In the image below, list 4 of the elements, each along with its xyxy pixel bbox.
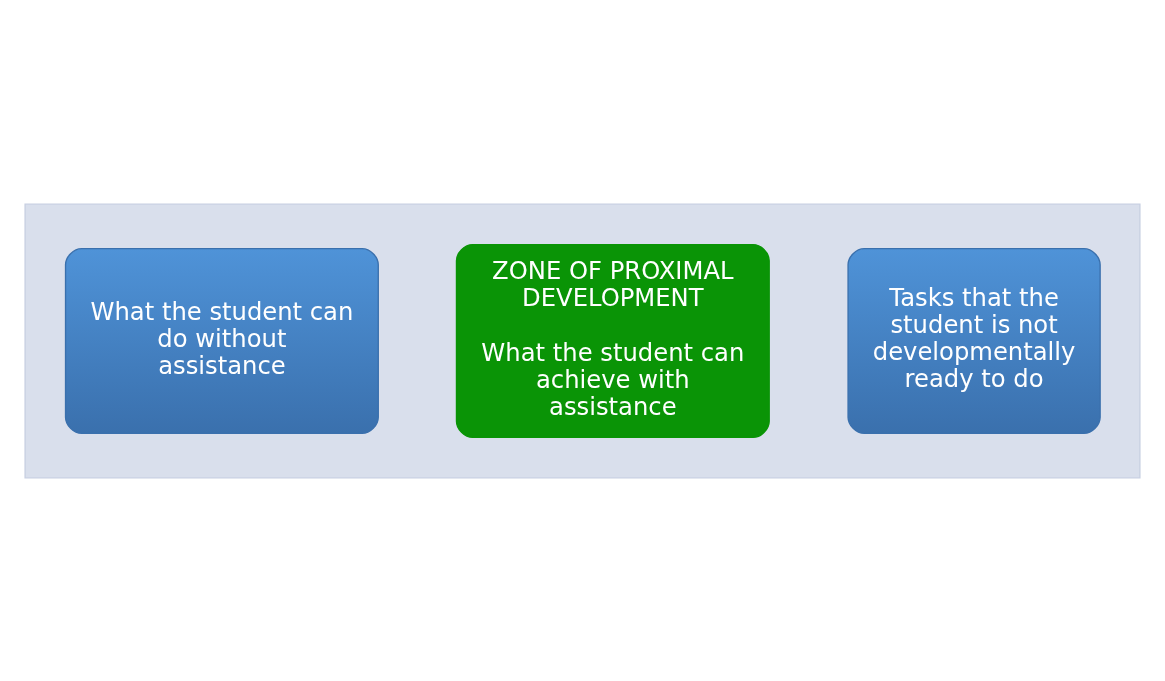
node-box: ZONE OF PROXIMAL DEVELOPMENT What the student can achieve with assistance bbox=[455, 243, 770, 438]
node-box: Tasks that the student is not developmentally ready to do bbox=[847, 247, 1101, 434]
cluster bbox=[24, 203, 1141, 478]
node-box: What the student can do without assistance bbox=[64, 247, 379, 434]
